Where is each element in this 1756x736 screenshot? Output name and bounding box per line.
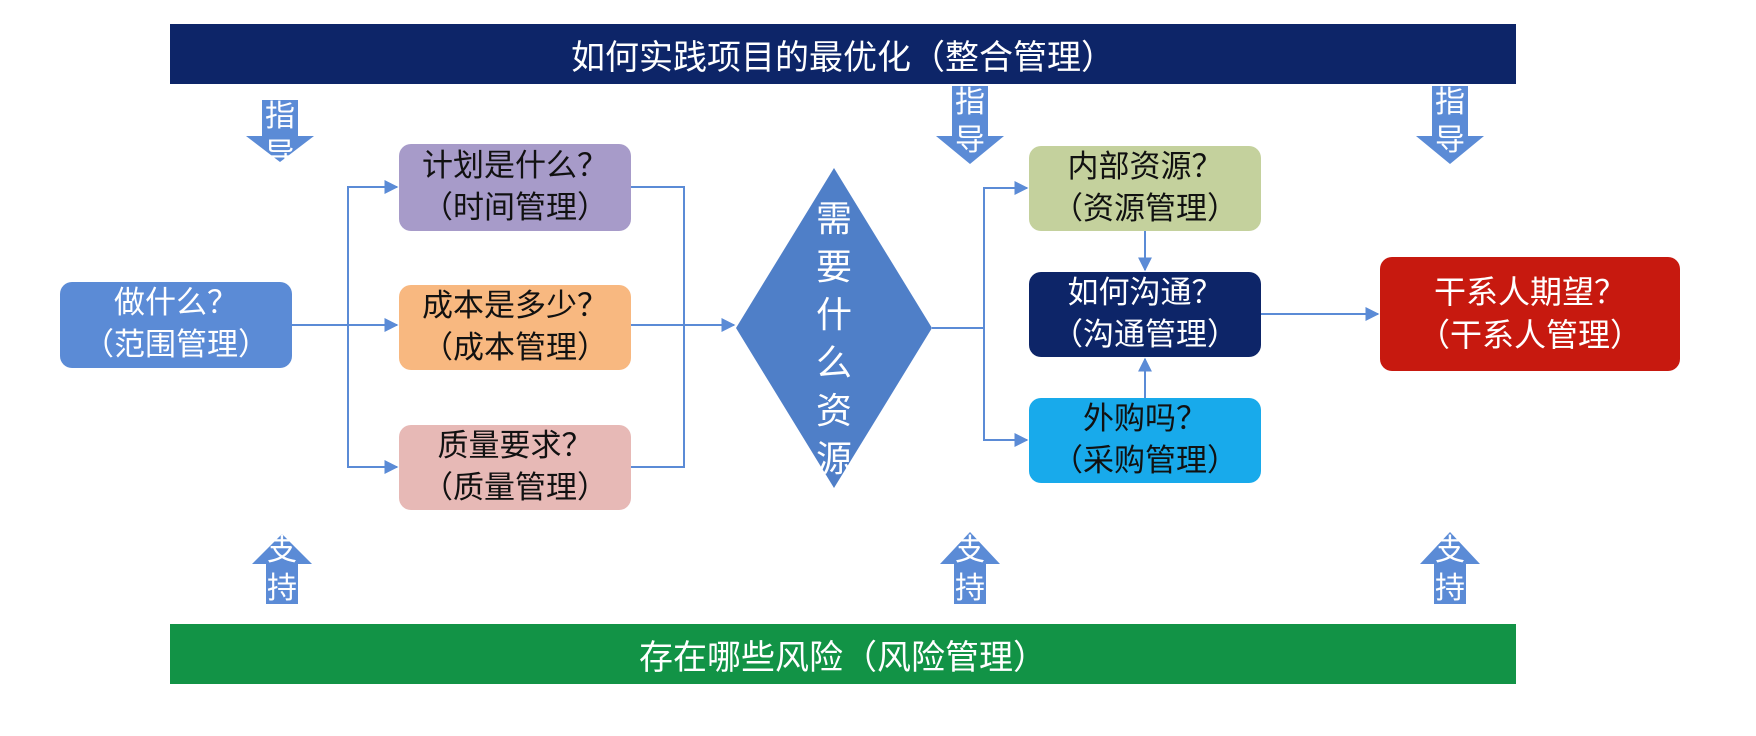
support-label-right: 支持 bbox=[1435, 533, 1465, 606]
connector-diamond-to-internal bbox=[932, 181, 1029, 329]
resource-diamond bbox=[736, 168, 932, 488]
support-arrow-right bbox=[1420, 532, 1480, 604]
cost-area: （成本管理） bbox=[422, 329, 608, 366]
scope-area: （范围管理） bbox=[83, 327, 269, 363]
guide-arrow-middle bbox=[936, 86, 1004, 164]
support-label-left: 支持 bbox=[267, 533, 297, 606]
communication-area: （沟通管理） bbox=[1052, 316, 1238, 353]
support-arrow-middle bbox=[940, 532, 1000, 604]
resource-diamond-label: 需 要 什 么 资 源 bbox=[815, 199, 852, 480]
integration-management-banner: 如何实践项目的最优化（整合管理） bbox=[170, 24, 1516, 84]
quality-management-box: 质量要求？ （质量管理） bbox=[399, 425, 631, 510]
quality-question: 质量要求？ bbox=[437, 427, 593, 464]
scope-management-box: 做什么？ （范围管理） bbox=[60, 282, 292, 368]
risk-management-text: 存在哪些风险（风险管理） bbox=[639, 637, 1047, 678]
connector-scope-to-plan bbox=[292, 180, 399, 326]
integration-management-text: 如何实践项目的最优化（整合管理） bbox=[571, 37, 1115, 78]
procurement-management-box: 外购吗？ （采购管理） bbox=[1029, 398, 1261, 483]
internal-question: 内部资源？ bbox=[1067, 148, 1223, 185]
guide-arrow-left bbox=[246, 100, 314, 162]
stakeholder-question: 干系人期望？ bbox=[1433, 272, 1626, 311]
risk-management-banner: 存在哪些风险（风险管理） bbox=[170, 624, 1516, 684]
procurement-question: 外购吗？ bbox=[1083, 400, 1207, 437]
resource-management-box: 内部资源？ （资源管理） bbox=[1029, 146, 1261, 231]
time-management-box: 计划是什么？ （时间管理） bbox=[399, 144, 631, 231]
scope-question: 做什么？ bbox=[114, 285, 238, 322]
cost-question: 成本是多少？ bbox=[422, 287, 608, 324]
communication-management-box: 如何沟通？ （沟通管理） bbox=[1029, 272, 1261, 357]
support-arrow-left bbox=[252, 534, 312, 604]
stakeholder-management-box: 干系人期望？ （干系人管理） bbox=[1380, 257, 1680, 371]
communication-question: 如何沟通？ bbox=[1067, 274, 1223, 311]
support-label-middle: 支持 bbox=[955, 533, 985, 606]
procurement-area: （采购管理） bbox=[1052, 442, 1238, 479]
guide-label-left: 指导 bbox=[265, 99, 295, 172]
plan-question: 计划是什么？ bbox=[422, 147, 608, 184]
cost-management-box: 成本是多少？ （成本管理） bbox=[399, 285, 631, 370]
connector-diamond-to-procurement bbox=[983, 328, 1029, 447]
internal-area: （资源管理） bbox=[1052, 190, 1238, 227]
plan-area: （时间管理） bbox=[422, 189, 608, 226]
guide-arrow-right bbox=[1416, 86, 1484, 164]
guide-label-middle: 指导 bbox=[955, 85, 985, 158]
connector-scope-to-quality bbox=[347, 325, 399, 474]
stakeholder-area: （干系人管理） bbox=[1417, 316, 1642, 354]
connector-plan-to-diamond bbox=[631, 186, 685, 468]
quality-area: （质量管理） bbox=[422, 469, 608, 506]
guide-label-right: 指导 bbox=[1435, 85, 1465, 158]
